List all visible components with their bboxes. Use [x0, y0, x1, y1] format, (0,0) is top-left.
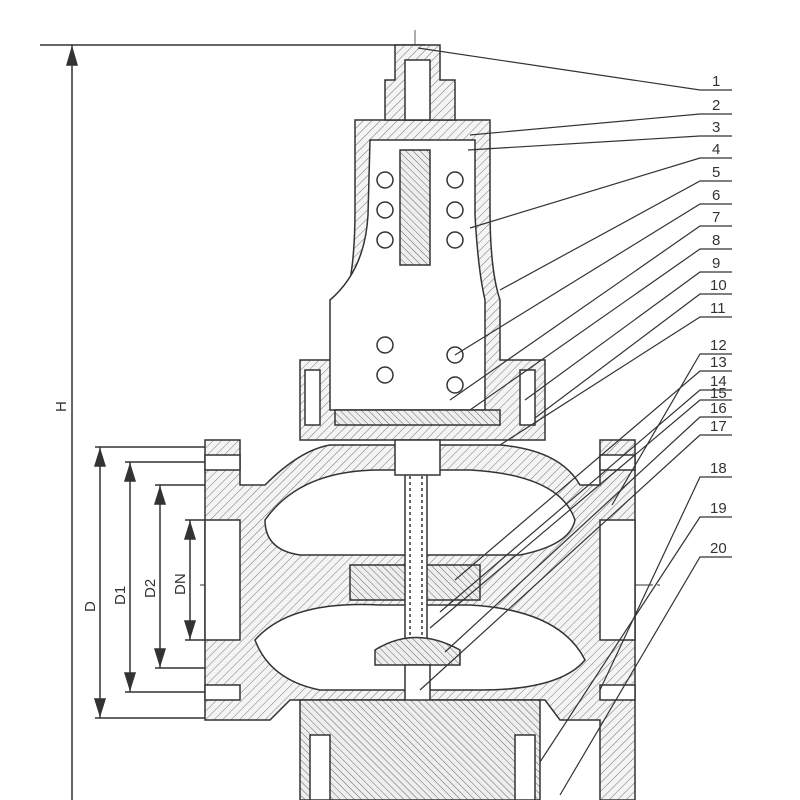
part-label-2: 2 [712, 97, 720, 114]
valve-bonnet [299, 44, 546, 476]
part-label-6: 6 [712, 187, 720, 204]
part-label-16: 16 [710, 400, 727, 417]
part-label-20: 20 [710, 540, 727, 557]
dimension-labels: H D D1 D2 DN [53, 401, 189, 612]
part-label-12: 12 [710, 337, 727, 354]
part-label-8: 8 [712, 232, 720, 249]
part-label-19: 19 [710, 500, 727, 517]
part-labels: 1 2 3 4 5 6 7 8 9 10 11 12 13 14 15 16 1… [710, 73, 727, 557]
part-label-3: 3 [712, 119, 720, 136]
part-label-4: 4 [712, 141, 720, 158]
part-label-13: 13 [710, 354, 727, 371]
part-label-9: 9 [712, 255, 720, 272]
part-label-7: 7 [712, 209, 720, 226]
part-label-5: 5 [712, 164, 720, 181]
part-label-17: 17 [710, 418, 727, 435]
part-label-15: 15 [710, 385, 727, 402]
leader-lines [417, 47, 732, 796]
part-label-18: 18 [710, 460, 727, 477]
dim-DN: DN [172, 573, 189, 595]
part-label-11: 11 [710, 300, 726, 317]
valve-body [204, 439, 636, 800]
part-label-10: 10 [710, 277, 727, 294]
dim-D: D [82, 601, 99, 612]
dim-H: H [53, 401, 70, 412]
part-label-14: 14 [710, 373, 727, 390]
dim-D2: D2 [142, 579, 159, 598]
part-label-1: 1 [712, 73, 720, 90]
dim-D1: D1 [112, 586, 129, 605]
